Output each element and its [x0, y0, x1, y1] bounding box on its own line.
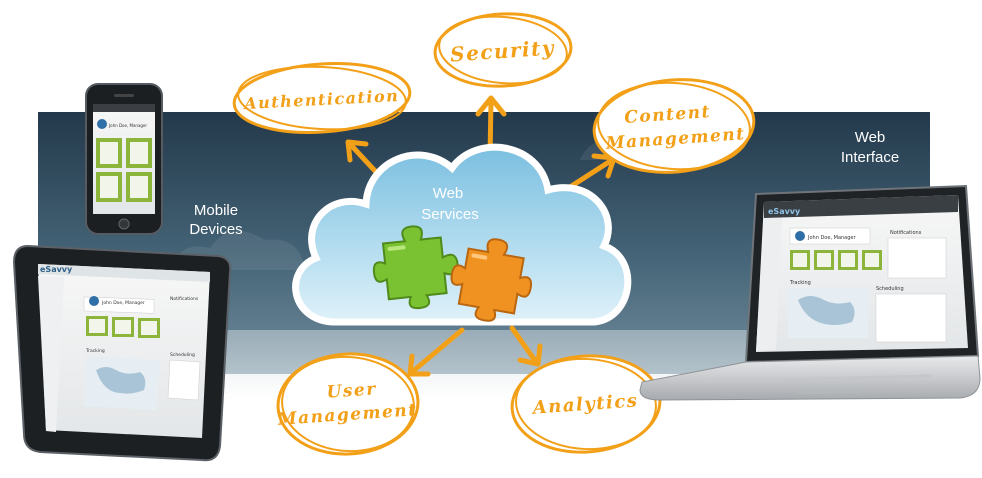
tablet-notifications-title: Notifications — [170, 296, 199, 302]
bubble-security: Security — [433, 12, 573, 88]
tablet-user-name: John Doe, Manager — [101, 300, 145, 306]
arrow-to-user — [407, 327, 465, 377]
arrow-to-analytics — [509, 325, 543, 367]
tablet-tracking-title: Tracking — [85, 348, 105, 354]
bubble-analytics: Analytics — [510, 354, 662, 454]
tablet-tile-row — [86, 316, 160, 338]
bubble-user-management: User Management — [276, 352, 420, 456]
web-interface-label-line2: Interface — [841, 149, 899, 166]
mobile-devices-label-line2: Devices — [189, 221, 242, 238]
smartphone: John Doe, Manager — [85, 83, 163, 235]
tablet-logo: eSavvy — [40, 265, 73, 274]
laptop: eSavvy John Doe, Manager Notifications T… — [639, 184, 981, 401]
phone-user-name: John Doe, Manager — [108, 123, 147, 128]
bubble-user-line1: User — [326, 379, 377, 402]
orange-puzzle-piece-icon — [450, 238, 533, 322]
laptop-scheduling-title: Scheduling — [876, 286, 904, 292]
bubble-content-management: Content Management — [592, 78, 756, 174]
phone-tile-grid — [96, 138, 152, 202]
web-services-label-line1: Web — [433, 185, 464, 202]
laptop-tile-row — [790, 250, 882, 270]
tablet-scheduling-title: Scheduling — [170, 352, 195, 358]
mobile-devices-label-line1: Mobile — [194, 202, 238, 219]
arrow-to-authentication — [345, 139, 379, 175]
web-services-label-line2: Services — [421, 206, 479, 223]
web-interface-label-line1: Web — [855, 129, 886, 146]
laptop-logo: eSavvy — [768, 207, 801, 216]
laptop-notifications-title: Notifications — [890, 230, 922, 236]
laptop-tracking-title: Tracking — [789, 280, 811, 286]
green-puzzle-piece-icon — [372, 225, 459, 310]
tablet: eSavvy John Doe, Manager Notifications T… — [12, 244, 232, 462]
laptop-user-name: John Doe, Manager — [807, 235, 856, 241]
bubble-authentication: Authentication — [232, 62, 412, 134]
